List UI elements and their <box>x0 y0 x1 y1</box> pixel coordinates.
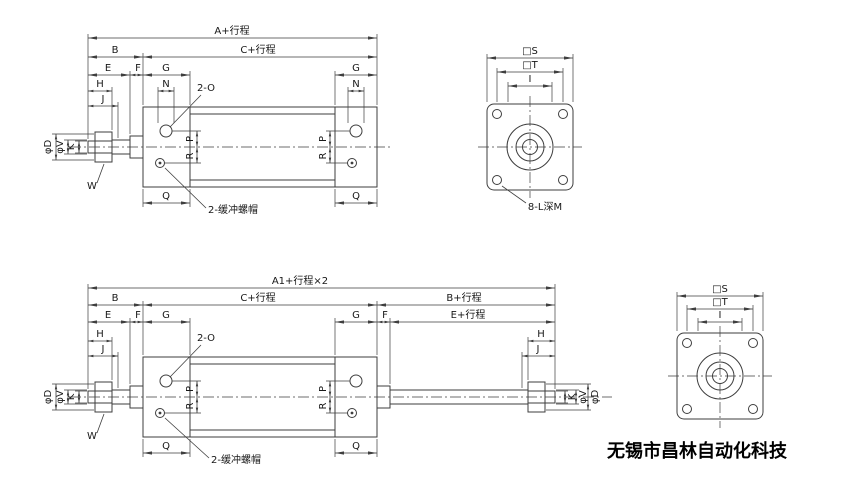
dim-label-b-stroke: B+行程 <box>446 291 481 304</box>
piston-rod-assembly <box>87 131 144 163</box>
dim-label-r-left: R <box>185 152 196 159</box>
w-leader-line <box>96 163 105 184</box>
dim-label-n-left: N <box>162 79 169 90</box>
dim-label-p-left: P <box>185 136 196 142</box>
dim-label-g-right: G <box>352 310 360 321</box>
port-circle-right <box>349 124 363 138</box>
dim-label-s: □S <box>522 46 538 57</box>
buffer-nut-right-center <box>350 161 354 165</box>
piston-rod-assembly-left <box>87 381 144 413</box>
dim-label-r-right: R <box>318 402 329 409</box>
company-name: 无锡市昌林自动化科技 <box>607 440 788 462</box>
single-rod-end-view: □S □T I 8-L深M <box>478 46 582 213</box>
extension-lines <box>486 54 574 102</box>
dim-label-e: E <box>105 63 111 74</box>
dim-label-q-left: Q <box>162 441 170 452</box>
dim-label-e: E <box>105 310 111 321</box>
dim-label-p-right: P <box>318 136 329 142</box>
dim-label-g-left: G <box>162 310 170 321</box>
port-circle-right <box>349 374 363 388</box>
dim-label-j: J <box>101 94 105 105</box>
dim-label-w: W <box>87 181 97 192</box>
dim-label-h: H <box>96 79 104 90</box>
dim-label-p-right: P <box>318 386 329 392</box>
dim-label-j-left: J <box>101 344 105 355</box>
buffer-nut-label: 2-缓冲螺帽 <box>208 203 258 216</box>
dim-label-i: I <box>529 74 532 85</box>
bolt-hole-top-right <box>748 338 758 348</box>
dim-label-b: B <box>112 45 119 56</box>
dim-label-r-right: R <box>318 152 329 159</box>
dim-label-phi-v-right: φV <box>578 390 589 404</box>
buffer-leader-line <box>164 417 210 459</box>
dim-label-q-left: Q <box>162 191 170 202</box>
dim-label-c-stroke: C+行程 <box>240 291 275 304</box>
dim-label-f: F <box>135 63 141 74</box>
bolt-hole-bottom-left <box>492 175 502 185</box>
port-label: 2-O <box>197 83 215 94</box>
dim-label-t: □T <box>522 60 538 71</box>
dim-label-j-right: J <box>536 344 540 355</box>
dim-label-q-right: Q <box>352 191 360 202</box>
bolt-hole-top-left <box>682 338 692 348</box>
buffer-nut-label: 2-缓冲螺帽 <box>211 453 261 466</box>
holes-label: 8-L深M <box>528 201 562 213</box>
double-rod-end-view: □S □T I <box>668 284 772 428</box>
dim-label-r-left: R <box>185 402 196 409</box>
dim-label-n-right: N <box>352 79 359 90</box>
dim-label-e-stroke: E+行程 <box>451 308 486 321</box>
dim-label-s: □S <box>712 284 728 295</box>
dim-label-f-left: F <box>135 310 141 321</box>
dim-label-i: I <box>719 310 722 321</box>
dim-label-a1: A1+行程×2 <box>272 274 328 287</box>
bolt-hole-top-right <box>558 109 568 119</box>
dim-label-w: W <box>87 431 97 442</box>
double-rod-side-view: A1+行程×2 B C+行程 B+行程 E F G G F E+行程 H J H… <box>43 274 612 466</box>
buffer-nut-left-center <box>158 411 162 415</box>
w-leader-line <box>96 413 105 434</box>
bolt-hole-bottom-left <box>682 404 692 414</box>
dim-label-phi-d: φD <box>43 140 54 155</box>
piston-rod-assembly-right <box>376 381 556 413</box>
dim-label-k: K <box>66 143 77 150</box>
dim-label-g-right: G <box>352 63 360 74</box>
buffer-leader-line <box>164 167 207 209</box>
dim-label-q-right: Q <box>352 441 360 452</box>
bolt-hole-top-left <box>492 109 502 119</box>
dim-label-phi-d-right: φD <box>590 390 601 405</box>
dim-label-phi-v-left: φV <box>55 390 66 404</box>
dim-label-c-stroke: C+行程 <box>240 43 275 56</box>
holes-leader-line <box>501 185 527 204</box>
dim-label-p-left: P <box>185 386 196 392</box>
bolt-hole-bottom-right <box>558 175 568 185</box>
dim-label-h-left: H <box>96 329 104 340</box>
dim-label-t: □T <box>712 297 728 308</box>
single-rod-side-view: A+行程 B C+行程 E F G G H N N J P R P R K φV… <box>43 24 392 216</box>
dim-label-k-left: K <box>66 393 77 400</box>
port-leader-line <box>169 344 202 378</box>
port-leader-line <box>169 94 202 128</box>
dim-label-a-stroke: A+行程 <box>214 24 249 37</box>
dim-label-h-right: H <box>537 329 545 340</box>
dim-label-k-right: K <box>567 393 578 400</box>
dim-label-phi-d-left: φD <box>43 390 54 405</box>
extension-lines <box>52 34 378 207</box>
dim-label-b: B <box>112 293 119 304</box>
dim-label-f-right: F <box>382 310 388 321</box>
bolt-hole-bottom-right <box>748 404 758 414</box>
buffer-nut-left-center <box>158 161 162 165</box>
buffer-nut-right-center <box>350 411 354 415</box>
extension-lines <box>52 284 591 457</box>
extension-lines <box>676 292 764 331</box>
dim-label-phi-v: φV <box>55 140 66 154</box>
port-label: 2-O <box>197 333 215 344</box>
dim-label-g-left: G <box>162 63 170 74</box>
